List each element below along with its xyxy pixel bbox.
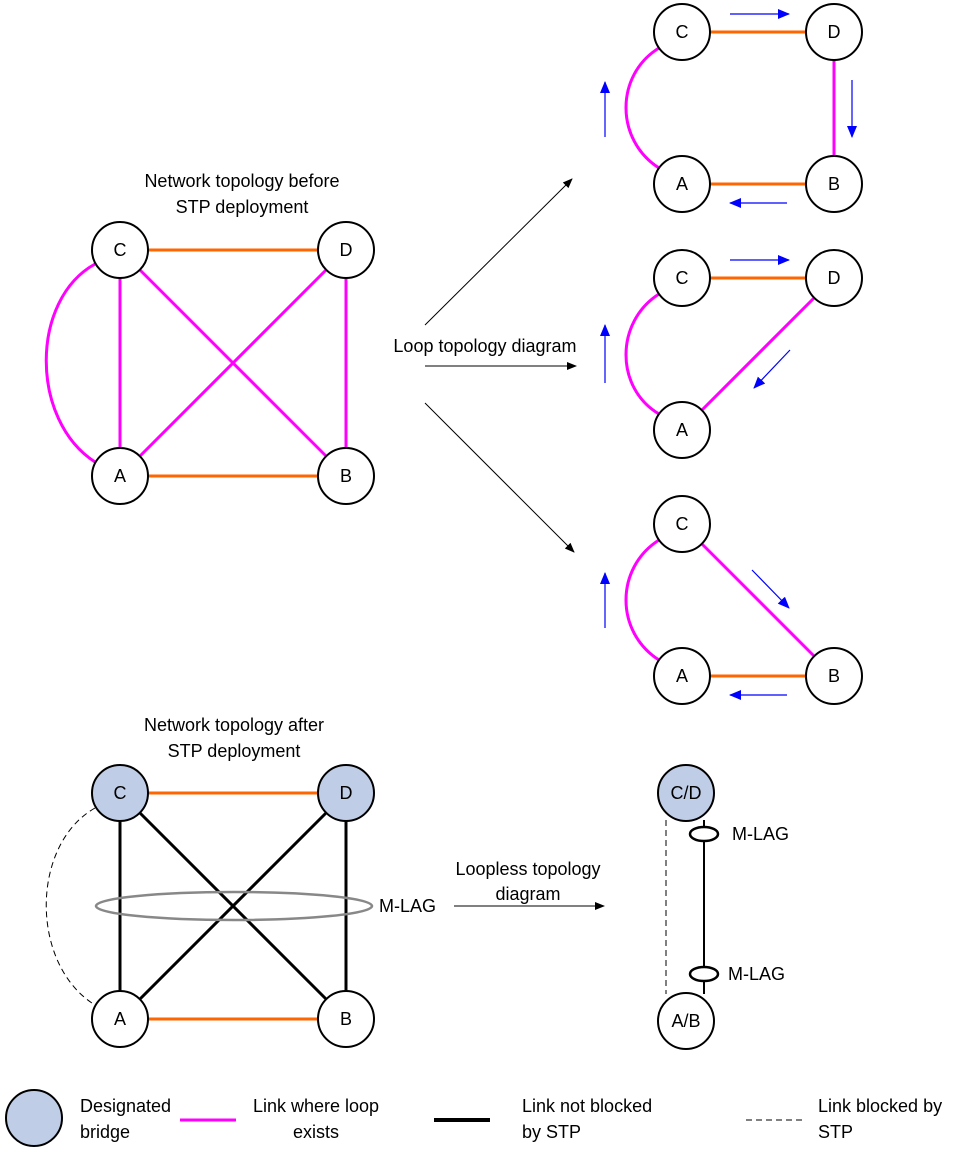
legend-blocked-line2: STP — [818, 1122, 853, 1142]
before-title-line2: STP deployment — [176, 197, 309, 217]
loop-diagram-1: C D A B — [600, 3, 863, 213]
legend-blocked-line1: Link blocked by — [818, 1096, 942, 1116]
node-cd-designated: C/D — [657, 764, 715, 822]
svg-text:C: C — [114, 240, 127, 260]
legend-notblocked-line1: Link not blocked — [522, 1096, 652, 1116]
svg-text:A/B: A/B — [671, 1011, 700, 1031]
legend-designated-bridge: Designated bridge — [5, 1089, 171, 1147]
legend-loop-link: Link where loop exists — [180, 1096, 379, 1142]
node-ab: A/B — [657, 992, 715, 1050]
svg-text:A: A — [676, 420, 688, 440]
loop-topology-label: Loop topology diagram — [393, 336, 576, 356]
node-c: C — [653, 249, 711, 307]
loop-diagram-3: C A B — [600, 495, 863, 705]
node-d: D — [805, 3, 863, 61]
link-c-b — [700, 542, 816, 658]
node-c: C — [91, 221, 149, 279]
after-title-line2: STP deployment — [168, 741, 301, 761]
loopless-label-line1: Loopless topology — [455, 859, 600, 879]
mlag-ring-top — [688, 825, 720, 843]
node-a: A — [91, 447, 149, 505]
loopless-diagram: M-LAG M-LAG C/D A/B — [657, 764, 789, 1050]
node-b: B — [805, 155, 863, 213]
svg-text:D: D — [828, 22, 841, 42]
after-topology: Network topology after STP deployment M-… — [45, 715, 436, 1048]
node-d: D — [805, 249, 863, 307]
mlag-label: M-LAG — [379, 896, 436, 916]
svg-text:A: A — [676, 666, 688, 686]
node-a: A — [653, 647, 711, 705]
svg-text:C: C — [676, 22, 689, 42]
node-d: D — [317, 221, 375, 279]
mlag-ring-bottom — [688, 965, 720, 983]
legend-blocked: Link blocked by STP — [746, 1096, 942, 1142]
flow-arrow-diagonal — [751, 569, 790, 609]
link-d-a — [138, 811, 328, 1001]
link-c-a-curve — [624, 292, 660, 416]
loop-arrows: Loop topology diagram — [393, 178, 577, 553]
svg-text:A: A — [114, 466, 126, 486]
before-title-line1: Network topology before — [144, 171, 339, 191]
mlag-ellipse — [94, 890, 374, 922]
svg-text:B: B — [828, 666, 840, 686]
svg-text:A: A — [676, 174, 688, 194]
arrow-to-loop3 — [424, 402, 575, 553]
arrow-to-loop1 — [424, 178, 573, 326]
legend-designated-line1: Designated — [80, 1096, 171, 1116]
link-c-a-curve — [624, 46, 660, 170]
legend-designated-line2: bridge — [80, 1122, 130, 1142]
after-title-line1: Network topology after — [144, 715, 324, 735]
svg-text:D: D — [828, 268, 841, 288]
flow-arrow-diagonal — [753, 349, 791, 389]
loop-diagram-2: C D A — [600, 249, 863, 459]
node-d-designated: D — [317, 764, 375, 822]
svg-text:C: C — [676, 268, 689, 288]
loopless-label-line2: diagram — [495, 884, 560, 904]
loopless-arrow: Loopless topology diagram — [454, 859, 605, 910]
mlag-label-bottom: M-LAG — [728, 964, 785, 984]
node-b: B — [317, 447, 375, 505]
svg-text:A: A — [114, 1009, 126, 1029]
node-a: A — [653, 401, 711, 459]
legend: Designated bridge Link where loop exists… — [5, 1089, 942, 1147]
svg-text:D: D — [340, 240, 353, 260]
svg-text:D: D — [340, 783, 353, 803]
before-topology: Network topology before STP deployment C… — [44, 171, 375, 505]
svg-text:B: B — [340, 1009, 352, 1029]
legend-designated-swatch — [5, 1089, 63, 1147]
svg-text:B: B — [828, 174, 840, 194]
legend-not-blocked: Link not blocked by STP — [434, 1096, 652, 1142]
node-c-designated: C — [91, 764, 149, 822]
svg-text:C/D: C/D — [671, 783, 702, 803]
node-c: C — [653, 3, 711, 61]
node-c: C — [653, 495, 711, 553]
node-b: B — [317, 990, 375, 1048]
svg-text:C: C — [676, 514, 689, 534]
legend-loop-line2: exists — [293, 1122, 339, 1142]
svg-text:B: B — [340, 466, 352, 486]
legend-notblocked-line2: by STP — [522, 1122, 581, 1142]
link-d-a — [138, 268, 328, 458]
link-d-a — [700, 296, 816, 412]
link-c-a-curve — [44, 262, 96, 464]
node-a: A — [91, 990, 149, 1048]
link-c-a-curve — [624, 538, 660, 662]
node-b: B — [805, 647, 863, 705]
node-a: A — [653, 155, 711, 213]
mlag-label-top: M-LAG — [732, 824, 789, 844]
legend-loop-line1: Link where loop — [253, 1096, 379, 1116]
link-c-a-blocked — [45, 807, 96, 1006]
svg-text:C: C — [114, 783, 127, 803]
